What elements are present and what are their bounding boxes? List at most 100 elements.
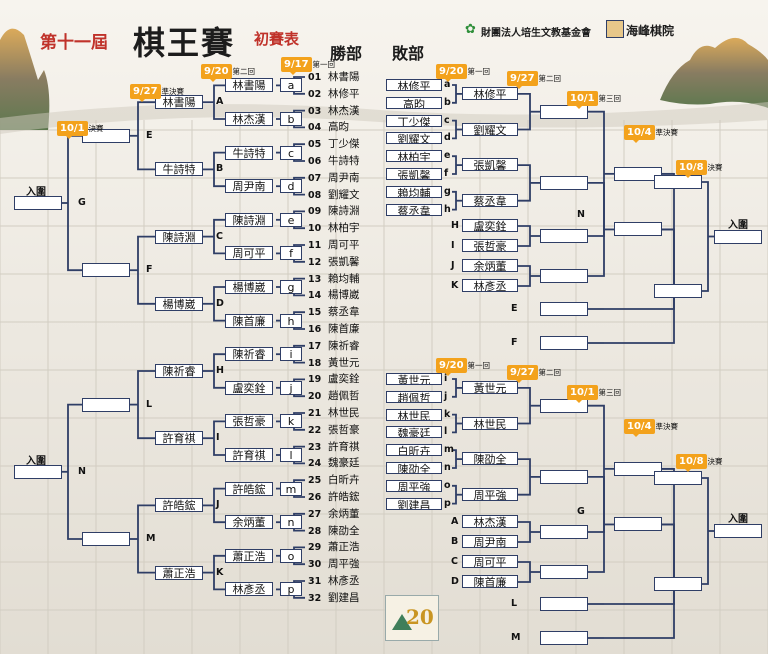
losers-round1-winner-box: 陳劭全 — [462, 452, 518, 466]
losers-round2-entry: 周可平 — [462, 555, 518, 568]
seed-number: 27 — [308, 508, 322, 520]
round2-letter: D — [216, 297, 224, 309]
round2-letter: C — [216, 230, 223, 242]
round2-winner-box: 許育祺 — [155, 431, 203, 446]
round1-result-box: a — [280, 78, 302, 93]
seed-number: 03 — [308, 105, 322, 117]
bracket-connector — [588, 476, 605, 573]
losers-round1-entry: 張凱馨 — [386, 168, 442, 180]
round2-letter: K — [216, 566, 224, 578]
bracket-connector — [452, 413, 457, 434]
losers-round1-letter: g — [444, 185, 451, 197]
round1-result-box: k — [280, 414, 302, 429]
seed-number: 12 — [308, 256, 322, 268]
losers-round2b-winner-box — [540, 525, 588, 539]
round-date: 10/1 — [567, 91, 598, 109]
round2-letter: A — [216, 96, 224, 108]
finalist-box — [14, 196, 62, 210]
go-board-icon — [606, 20, 624, 38]
round1-winner-box: 許皓鋐 — [225, 481, 273, 496]
seed-number: 04 — [308, 122, 322, 134]
seed-number: 15 — [308, 307, 322, 319]
semifinal-letter: N — [78, 465, 86, 477]
losers-round2-winner-box — [540, 175, 588, 190]
round-label: 第一回 — [467, 67, 491, 76]
player-name: 張凱馨 — [328, 255, 360, 268]
losers-column-heading: 敗部 — [392, 44, 425, 63]
player-name: 魏豪廷 — [328, 457, 360, 470]
round2-winner-box: 許皓鋐 — [155, 498, 203, 513]
semifinal-letter: G — [78, 197, 86, 208]
player-name: 周平強 — [328, 558, 360, 571]
losers-round1-entry: 劉耀文 — [386, 132, 442, 145]
seed-number: 19 — [308, 374, 322, 386]
losers-round3-entry — [540, 597, 588, 611]
quarterfinal-letter: L — [146, 398, 153, 410]
round1-winner-box: 張哲豪 — [225, 414, 273, 429]
round1-winner-box: 陳祈睿 — [225, 347, 273, 362]
round1-winner-box: 盧奕銓 — [225, 380, 273, 395]
seed-number: 05 — [308, 139, 322, 151]
losers-quarterfinal-box — [654, 284, 702, 298]
quarterfinal-letter: E — [146, 129, 153, 141]
seed-number: 31 — [308, 576, 322, 587]
round1-result-box: h — [280, 313, 302, 328]
losers-round2-entry: 張哲豪 — [462, 239, 518, 252]
losers-round1-letter: i — [444, 374, 447, 384]
player-name: 許育祺 — [328, 440, 360, 453]
losers-round2-entry: 林彥丞 — [462, 279, 518, 292]
round1-result-box: f — [280, 246, 302, 261]
losers-round2-entry: 林杰漢 — [462, 515, 518, 528]
losers-round2-entry: 陳首廉 — [462, 575, 518, 588]
round1-winner-box: 林彥丞 — [225, 582, 273, 597]
round1-winner-box: 陳首廉 — [225, 313, 273, 328]
losers-round2-letter: C — [451, 556, 458, 567]
round1-result-box: i — [280, 347, 302, 362]
player-name: 賴均輔 — [328, 272, 360, 285]
round1-winner-box: 余炳董 — [225, 515, 273, 530]
losers-round1-winner-box: 張凱馨 — [462, 158, 518, 172]
bracket-connector — [518, 521, 531, 543]
losers-round1-entry: 高昀 — [386, 96, 442, 109]
bracket-connector — [518, 164, 531, 202]
bracket-connector — [588, 110, 605, 237]
player-name: 劉建昌 — [328, 591, 360, 604]
seed-number: 10 — [308, 223, 322, 235]
losers-round1-letter: b — [444, 96, 451, 108]
losers-round1-letter: a — [444, 80, 450, 90]
losers-round1-letter: c — [444, 114, 450, 126]
round1-result-box: g — [280, 280, 302, 294]
round-label: 決賽 — [707, 163, 723, 172]
bracket-connector — [518, 387, 531, 425]
player-name: 劉耀文 — [328, 188, 360, 201]
losers-round1-winner-box: 林修平 — [462, 86, 518, 100]
losers-round1-winner-box: 蔡丞韋 — [462, 193, 518, 207]
round-label: 決賽 — [707, 457, 723, 466]
bracket-connector — [588, 182, 605, 277]
bracket-connector — [518, 93, 531, 131]
title-suffix: 初賽表 — [254, 30, 300, 48]
player-name: 楊博崴 — [328, 289, 360, 302]
losers-round2-letter: D — [451, 576, 459, 587]
round-date: 10/4 — [624, 419, 655, 437]
player-name: 高昀 — [328, 121, 349, 134]
seed-number: 29 — [308, 542, 322, 554]
losers-round2-winner-box — [540, 469, 588, 484]
round-label: 第二回 — [538, 74, 562, 83]
losers-round2-letter: K — [451, 280, 459, 291]
losers-round1-winner-box: 劉耀文 — [462, 122, 518, 136]
player-name: 林杰漢 — [328, 104, 360, 117]
round-label: 第二回 — [232, 67, 256, 76]
round1-winner-box: 許育祺 — [225, 448, 273, 462]
seed-number: 24 — [308, 458, 322, 470]
round-date: 9/20 — [436, 358, 467, 376]
losers-round1-letter: p — [444, 497, 451, 509]
losers-round3-winner-box — [614, 166, 662, 181]
